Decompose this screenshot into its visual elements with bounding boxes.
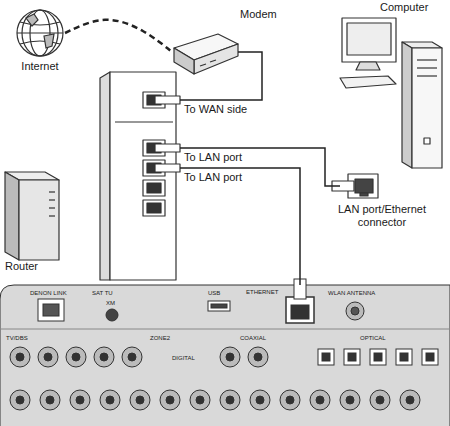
receiver-panel (0, 279, 450, 426)
router-port (147, 183, 161, 193)
rca-jack (254, 353, 262, 361)
rca-jack (286, 396, 294, 404)
modem-icon (174, 34, 238, 74)
internet-node: Internet (15, 10, 65, 56)
rca-jack (70, 390, 90, 410)
rca-jack (128, 353, 136, 361)
panel-label: XM (106, 300, 115, 307)
optical-jack (426, 353, 434, 361)
rca-jack (370, 390, 390, 410)
rca-jack (376, 396, 384, 404)
rca-jack (10, 347, 30, 367)
rca-jack (130, 390, 150, 410)
rca-jack (106, 396, 114, 404)
optical-jack (344, 349, 360, 365)
device-label: Router (5, 260, 38, 273)
rca-jack (400, 390, 420, 410)
optical-jack (322, 353, 330, 361)
modem-node: Modem (172, 30, 238, 78)
rca-jack (190, 390, 210, 410)
rca-jack (72, 353, 80, 361)
panel-label: USB (208, 290, 220, 297)
rca-jack (406, 396, 414, 404)
computer-node: Computer (340, 18, 446, 200)
rca-jack (250, 390, 270, 410)
device-label: Modem (240, 8, 277, 21)
rca-jack (310, 390, 330, 410)
rca-jack (226, 353, 234, 361)
router-node: Router (5, 72, 180, 280)
internet-link (65, 20, 172, 52)
rca-jack (280, 390, 300, 410)
rca-jack (46, 396, 54, 404)
optical-jack (348, 353, 356, 361)
rca-jack (136, 396, 144, 404)
rca-jack (220, 347, 240, 367)
rca-jack (38, 347, 58, 367)
globe-icon (17, 10, 63, 56)
rca-jack (248, 347, 268, 367)
panel-label: WLAN ANTENNA (328, 290, 375, 297)
optical-jack (400, 353, 408, 361)
rca-jack (196, 396, 204, 404)
rca-jack (100, 390, 120, 410)
callout-label: LAN port/Ethernet connector (316, 203, 448, 229)
device-label: Computer (380, 1, 428, 14)
optical-jack (422, 349, 438, 365)
lan-cable (180, 52, 262, 100)
panel-label: COAXIAL (240, 335, 266, 342)
optical-jack (396, 349, 412, 365)
device-label: Internet (10, 60, 70, 73)
rca-jack (66, 347, 86, 367)
rca-jack (316, 396, 324, 404)
rca-jack (40, 390, 60, 410)
rca-jack (122, 347, 142, 367)
receiver-node: DENON LINK SAT TU XM TV/DBS USB ETHERNET WLAN … (0, 285, 450, 426)
rca-jack (346, 396, 354, 404)
lan-cable (180, 168, 300, 285)
panel-label: OPTICAL (360, 335, 386, 342)
panel-label: ETHERNET (246, 289, 278, 296)
optical-jack (370, 349, 386, 365)
rca-jack (226, 396, 234, 404)
rca-jack (16, 396, 24, 404)
router-port (143, 180, 165, 196)
panel-label: DENON LINK (30, 290, 67, 297)
rca-jack (220, 390, 240, 410)
rca-jack (44, 353, 52, 361)
cable-label: To LAN port (183, 151, 243, 164)
cable-label: To LAN port (183, 171, 243, 184)
rca-jack (10, 390, 30, 410)
panel-label: ZONE2 (150, 335, 170, 342)
panel-label: DIGITAL (172, 355, 195, 362)
rca-jack (100, 353, 108, 361)
rca-jack (94, 347, 114, 367)
rca-jack (76, 396, 84, 404)
router-port (143, 200, 165, 216)
computer-icon (332, 18, 442, 198)
optical-jack (374, 353, 382, 361)
panel-label: TV/DBS (6, 335, 28, 342)
rca-jack (340, 390, 360, 410)
lan-cable (180, 148, 340, 186)
rca-jack (166, 396, 174, 404)
router-port (147, 203, 161, 213)
router-icon (5, 72, 180, 280)
rca-jack (256, 396, 264, 404)
optical-jack (318, 349, 334, 365)
rca-jack (160, 390, 180, 410)
panel-label: SAT TU (92, 290, 113, 297)
cable-label: To WAN side (183, 103, 248, 116)
rca-jack (16, 353, 24, 361)
